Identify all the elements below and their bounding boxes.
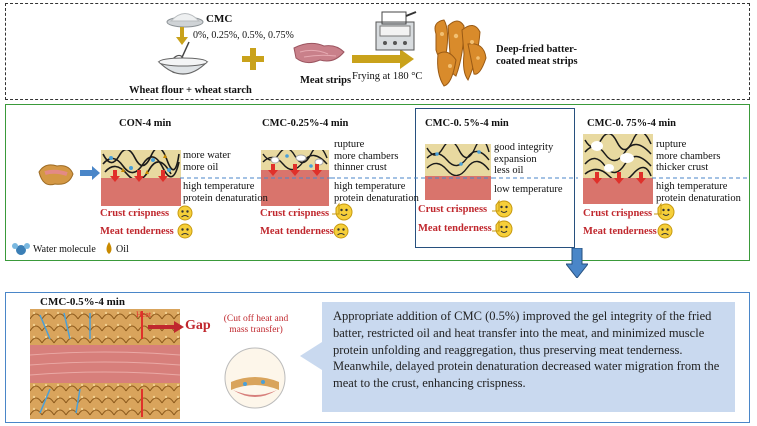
summary-callout-shape — [300, 302, 735, 412]
note-line: protein denaturation — [183, 192, 268, 204]
notes-top-075: rupture more chambers thicker crust — [656, 139, 720, 174]
frying-arrow-icon — [352, 49, 414, 69]
note-line: more oil — [183, 161, 219, 173]
sad-face-icon — [177, 205, 193, 221]
thumbs-up-face-icon — [492, 199, 513, 218]
mechanism-title: CMC-0.5%-4 min — [40, 296, 125, 308]
summary-callout: Appropriate addition of CMC (0.5%) impro… — [315, 302, 733, 410]
note-line: more water — [183, 150, 231, 161]
note-line: protein denaturation — [334, 192, 419, 204]
right-arrow-icon — [80, 166, 100, 180]
cross-section-075 — [583, 134, 653, 204]
crust-crispness-label-075: Crust crispness — [583, 208, 653, 219]
note-line: thicker crust — [656, 162, 709, 174]
mixing-bowl-icon — [157, 41, 209, 75]
thumbs-up-face-icon — [332, 202, 353, 221]
note-line: less oil — [494, 165, 524, 177]
plus-icon — [242, 48, 264, 70]
gap-arrow-icon — [148, 321, 184, 333]
thumbs-up-face-icon — [492, 219, 513, 238]
water-molecule-icon — [12, 243, 30, 255]
temperature-divider-lines — [180, 177, 748, 179]
zoom-inset-circle — [224, 347, 286, 409]
batter-strip-icon — [38, 164, 74, 186]
cmc-levels: 0%, 0.25%, 0.5%, 0.75% — [193, 30, 294, 41]
note-line: high temperature — [334, 181, 406, 192]
cross-section-05 — [425, 144, 491, 200]
note-line: good integrity — [494, 142, 554, 153]
mechanism-illustration — [30, 309, 180, 419]
condition-title-025: CMC-0.25%-4 min — [262, 118, 349, 129]
cmc-label: CMC — [206, 13, 233, 25]
note-line: protein denaturation — [656, 192, 741, 204]
gap-label: Gap — [185, 318, 211, 333]
legend-water-label: Water molecule — [33, 244, 96, 255]
notes-bottom-05: low temperature — [494, 184, 563, 196]
meat-strips-icon — [293, 42, 345, 64]
meat-tenderness-label-025: Meat tenderness — [260, 226, 334, 237]
notes-bottom-075: high temperature protein denaturation — [656, 181, 741, 204]
condition-title-075: CMC-0. 75%-4 min — [587, 118, 676, 129]
product-label: Deep-fried batter-coated meat strips — [496, 44, 578, 67]
sad-face-icon — [333, 223, 349, 239]
fryer-icon — [375, 11, 417, 51]
note-line: rupture — [334, 139, 365, 150]
conditions-panel — [5, 104, 750, 261]
cross-section-con — [101, 150, 181, 206]
down-connector-arrow-icon — [566, 248, 588, 278]
cmc-powder-dish-icon — [166, 13, 204, 28]
heat-label: Heat — [136, 310, 152, 319]
meat-tenderness-label-05: Meat tenderness — [418, 223, 492, 234]
crust-crispness-label-025: Crust crispness — [260, 208, 330, 219]
crust-crispness-label-05: Crust crispness — [418, 204, 488, 215]
condition-title-con: CON-4 min — [119, 118, 172, 129]
notes-top-025: rupture more chambers thinner crust — [334, 139, 398, 174]
oil-drop-icon — [106, 242, 112, 254]
frying-label: Frying at 180 °C — [352, 71, 423, 82]
crust-crispness-label-con: Crust crispness — [100, 208, 170, 219]
note-line: low temperature — [494, 184, 563, 195]
note-line: more chambers — [656, 150, 721, 162]
meat-label: Meat strips — [300, 75, 352, 86]
note-line: high temperature — [656, 181, 728, 192]
notes-top-con: more water more oil — [183, 150, 231, 173]
note-line: thinner crust — [334, 162, 387, 174]
legend-oil-label: Oil — [116, 244, 129, 255]
meat-tenderness-label-con: Meat tenderness — [100, 226, 174, 237]
note-line: rupture — [656, 139, 687, 150]
gap-note: (Cut off heat and mass transfer) — [223, 314, 289, 335]
note-line: more chambers — [334, 150, 399, 162]
sad-face-icon — [657, 223, 673, 239]
meat-tenderness-label-075: Meat tenderness — [583, 226, 657, 237]
process-panel — [5, 3, 750, 100]
notes-top-05: good integrity expansion less oil — [494, 142, 553, 177]
thumbs-up-face-icon — [654, 202, 675, 221]
flour-label: Wheat flour + wheat starch — [129, 85, 252, 96]
mechanism-panel — [5, 292, 750, 423]
notes-bottom-con: high temperature protein denaturation — [183, 181, 268, 204]
notes-bottom-025: high temperature protein denaturation — [334, 181, 419, 204]
down-arrow-icon — [176, 27, 188, 45]
summary-text: Appropriate addition of CMC (0.5%) impro… — [333, 309, 720, 390]
condition-title-05: CMC-0. 5%-4 min — [425, 118, 509, 129]
fried-product-icon — [434, 19, 487, 87]
cross-section-025 — [261, 150, 329, 206]
note-line: high temperature — [183, 181, 255, 192]
sad-face-icon — [177, 223, 193, 239]
note-line: expansion — [494, 153, 537, 165]
